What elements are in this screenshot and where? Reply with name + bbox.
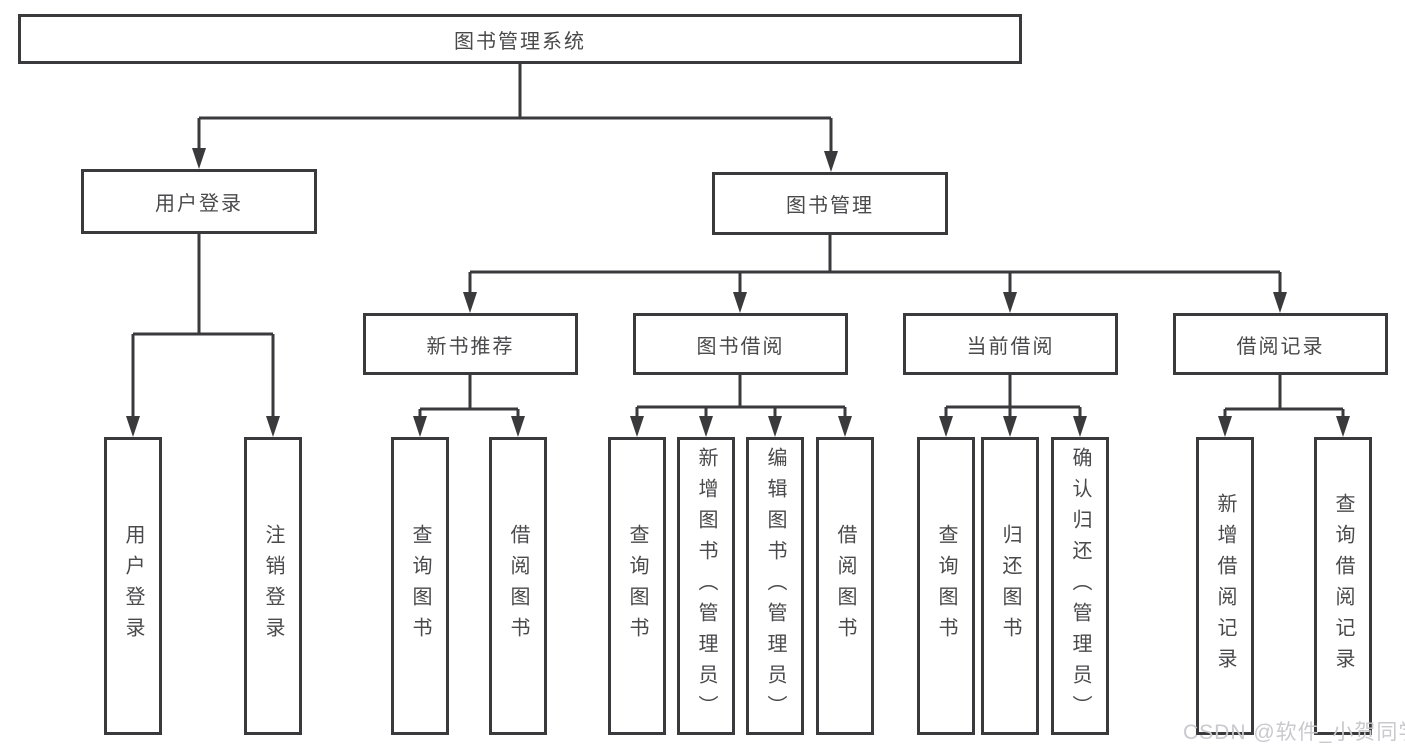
- node-book-management: 图书管理: [712, 172, 948, 235]
- node-library-management-system: 图书管理系统: [18, 14, 1022, 64]
- node-user-login: 用户登录: [81, 169, 317, 234]
- node-book-borrowing: 图书借阅: [633, 313, 848, 375]
- leaf-newrec-borrow-books: 借阅图书: [489, 437, 547, 735]
- leaf-borrow-add-books-admin: 新增图书（管理员）: [677, 437, 735, 735]
- node-new-book-recommendation: 新书推荐: [363, 313, 578, 375]
- leaf-user-login: 用户登录: [104, 437, 162, 735]
- leaf-records-add-record: 新增借阅记录: [1196, 437, 1254, 735]
- node-borrowing-records: 借阅记录: [1173, 313, 1388, 375]
- leaf-borrow-query-books: 查询图书: [608, 437, 666, 735]
- csdn-watermark: CSDN @软件_小贺同学: [1183, 721, 1405, 744]
- leaf-current-confirm-return-admin: 确认归还（管理员）: [1051, 437, 1109, 735]
- leaf-newrec-query-books: 查询图书: [391, 437, 449, 735]
- leaf-current-query-books: 查询图书: [917, 437, 975, 735]
- node-current-borrowing: 当前借阅: [903, 313, 1118, 375]
- leaf-borrow-borrow-books: 借阅图书: [816, 437, 874, 735]
- leaf-records-query-record: 查询借阅记录: [1314, 437, 1372, 735]
- leaf-current-return-books: 归还图书: [981, 437, 1039, 735]
- leaf-logout: 注销登录: [244, 437, 302, 735]
- leaf-borrow-edit-books-admin: 编辑图书（管理员）: [746, 437, 804, 735]
